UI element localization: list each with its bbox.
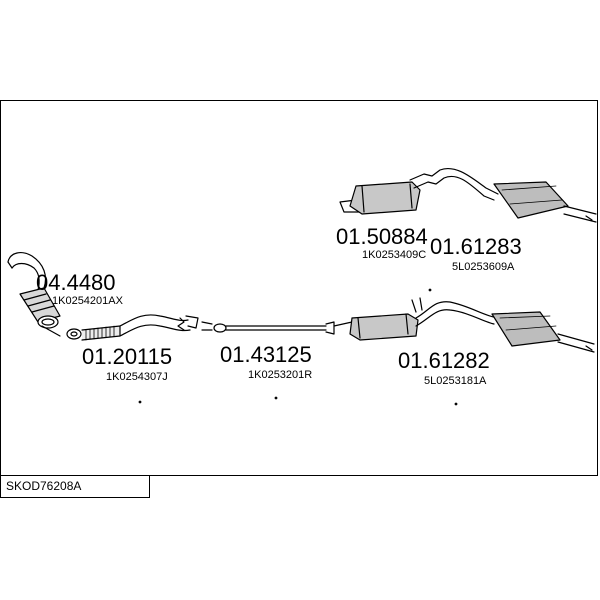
oe-number-middle-silencer-upper: 1K0253409C (362, 249, 427, 261)
diagram-code-box: SKOD76208A (0, 476, 150, 498)
part-number-middle-silencer-upper: 01.50884 (336, 224, 428, 249)
oe-number-rear-silencer-lower: 5L0253181A (424, 375, 487, 387)
flex-pipe-drawing[interactable] (66, 314, 199, 341)
part-number-middle-pipe: 01.43125 (220, 342, 312, 367)
part-number-rear-silencer-upper: 01.61283 (430, 234, 522, 259)
lower-silencer-drawing[interactable] (333, 297, 595, 353)
part-number-flex-pipe: 01.20115 (82, 344, 173, 369)
oe-number-flex-pipe: 1K0254307J (106, 371, 168, 383)
middle-pipe-drawing[interactable] (201, 321, 335, 335)
oe-number-middle-pipe: 1K0253201R (248, 369, 313, 381)
part-number-rear-silencer-lower: 01.61282 (398, 348, 490, 373)
hardware-markers (138, 288, 458, 406)
part-number-catalyst: 04.4480 (36, 270, 116, 295)
diagram-code: SKOD76208A (6, 479, 82, 493)
oe-number-catalyst: 1K0254201AX (52, 295, 123, 307)
catalyst-drawing[interactable] (7, 252, 61, 337)
upper-silencer-drawing[interactable] (339, 168, 597, 223)
oe-number-rear-silencer-upper: 5L0253609A (452, 261, 515, 273)
diagram-frame (0, 100, 598, 476)
